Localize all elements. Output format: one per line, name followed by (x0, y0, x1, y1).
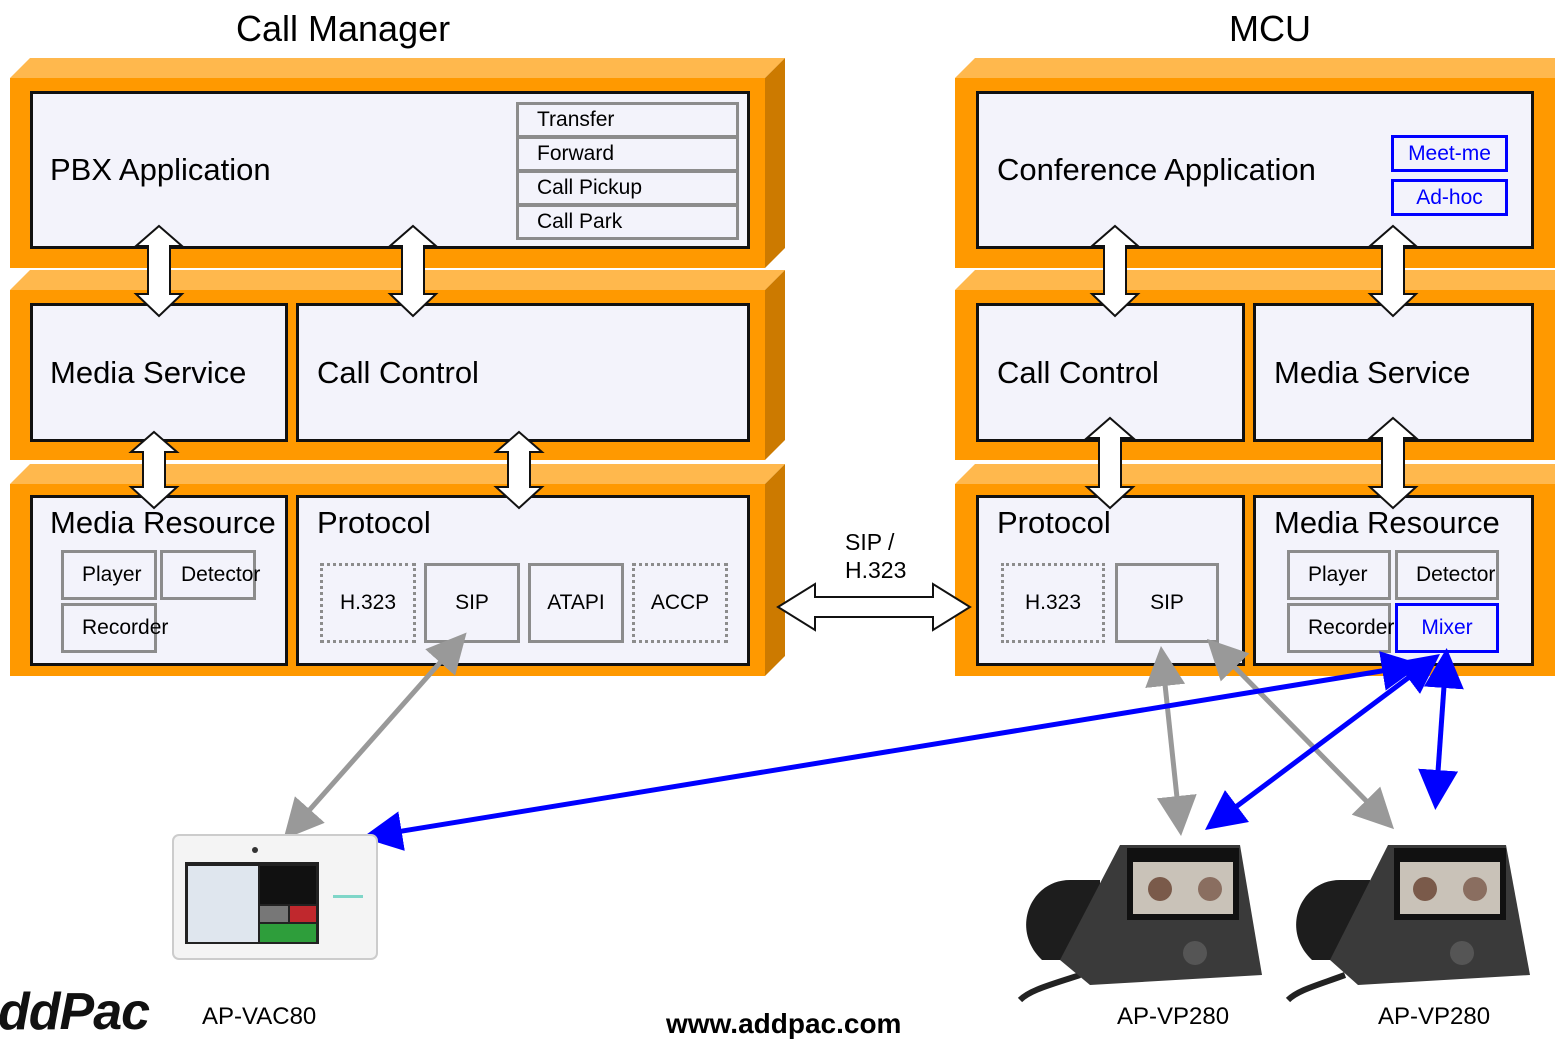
pbx-application-label: PBX Application (50, 152, 271, 187)
feature-forward: Forward (516, 136, 739, 172)
mcu-recorder-box: Recorder (1287, 603, 1394, 653)
feature-call-pickup: Call Pickup (516, 170, 739, 206)
cm-protocol-label: Protocol (317, 505, 431, 540)
mcu-title: MCU (1229, 8, 1311, 49)
mcu-h323-box: H.323 (1001, 563, 1105, 643)
mcu-media-resource-label: Media Resource (1274, 505, 1500, 540)
meet-me-box: Meet-me (1391, 135, 1508, 172)
cm-detector-box: Detector (160, 550, 260, 600)
call-manager-title: Call Manager (236, 8, 451, 49)
cm-call-control-label: Call Control (317, 355, 479, 390)
ad-hoc-box: Ad-hoc (1391, 179, 1508, 216)
mcu-sip-box: SIP (1115, 563, 1219, 643)
cm-player-box: Player (61, 550, 157, 600)
sip-h323-label-line2: H.323 (845, 557, 907, 583)
cm-h323-box: H.323 (320, 563, 416, 643)
sip-h323-label-line1: SIP / (845, 529, 895, 555)
feature-transfer: Transfer (516, 102, 739, 138)
mcu-media-service-label: Media Service (1274, 355, 1471, 390)
feature-call-park: Call Park (516, 204, 739, 240)
ap-vp280-caption-a: AP-VP280 (1117, 1003, 1230, 1030)
cm-media-service-panel (30, 303, 288, 442)
mcu-protocol-label: Protocol (997, 505, 1111, 540)
cm-atapi-box: ATAPI (528, 563, 624, 643)
cm-media-service-label: Media Service (50, 355, 247, 390)
ap-vac80-caption: AP-VAC80 (202, 1003, 317, 1030)
cm-accp-box: ACCP (632, 563, 728, 643)
sip-h323-link-label: SIP / H.323 (845, 528, 906, 584)
cm-recorder-box: Recorder (61, 603, 168, 653)
mcu-mixer-box: Mixer (1395, 603, 1499, 653)
mcu-detector-box: Detector (1395, 550, 1499, 600)
cm-media-resource-label: Media Resource (50, 505, 276, 540)
cm-sip-box: SIP (424, 563, 520, 643)
ap-vp280-caption-b: AP-VP280 (1378, 1003, 1491, 1030)
conference-application-label: Conference Application (997, 152, 1316, 187)
mcu-player-box: Player (1287, 550, 1391, 600)
mcu-call-control-label: Call Control (997, 355, 1159, 390)
addpac-logo: ddPac (0, 983, 150, 1041)
website-link[interactable]: www.addpac.com (666, 1008, 902, 1039)
